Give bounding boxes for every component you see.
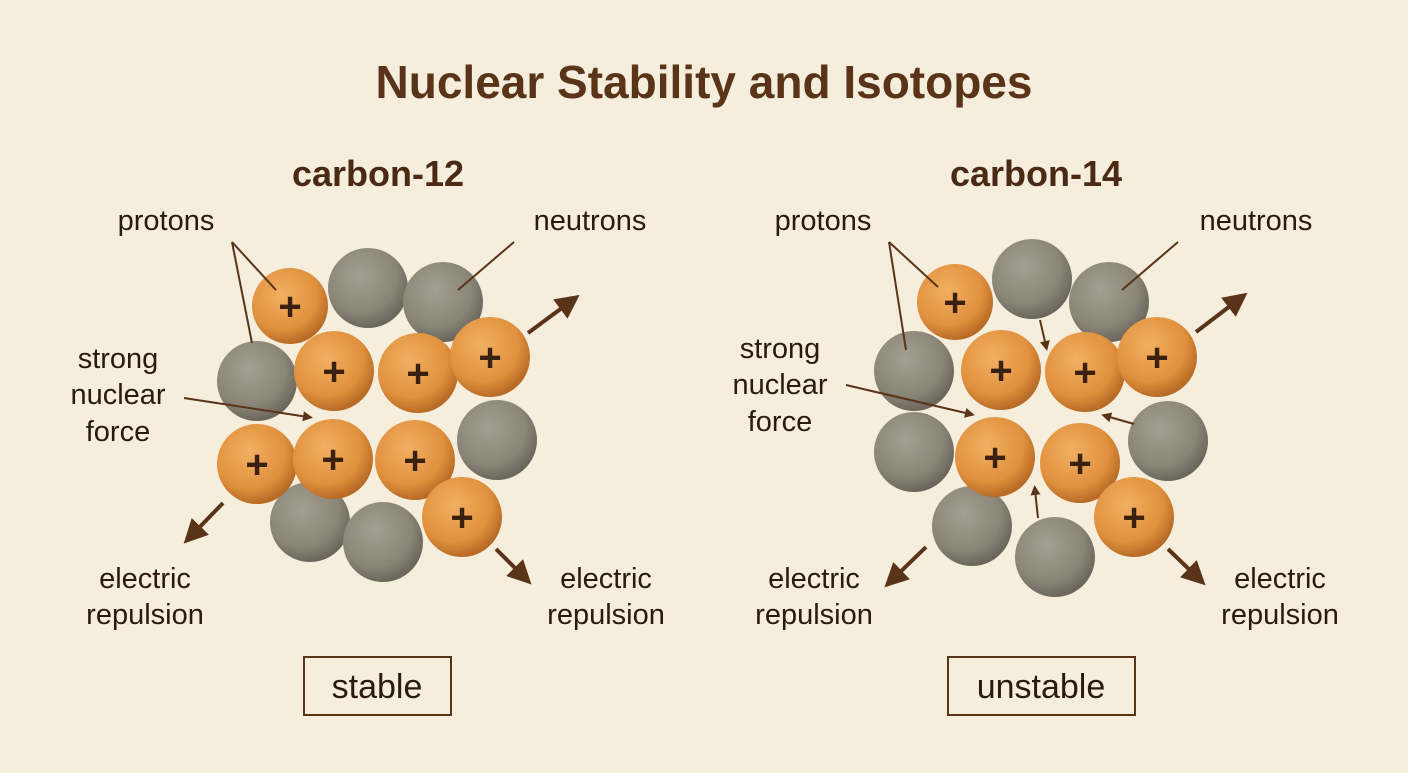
proton-plus: + bbox=[1068, 442, 1091, 486]
proton bbox=[422, 477, 502, 557]
proton-plus: + bbox=[403, 439, 426, 483]
neutrons-leader-line bbox=[457, 241, 515, 291]
panel-heading: carbon-12 bbox=[292, 153, 464, 194]
neutron bbox=[1015, 517, 1095, 597]
repulsion-label-left: electric repulsion bbox=[86, 563, 204, 631]
neutron bbox=[328, 248, 408, 328]
repulsion-label-left: electric repulsion bbox=[755, 563, 873, 631]
force-arrow bbox=[183, 397, 313, 422]
svg-text:electric: electric bbox=[99, 563, 191, 595]
repulsion-arrow-right bbox=[1166, 547, 1206, 586]
status-box bbox=[947, 656, 1136, 716]
repulsion-arrow-right bbox=[494, 547, 532, 585]
panel-heading: carbon-14 bbox=[950, 153, 1122, 194]
svg-text:strong: strong bbox=[78, 343, 159, 375]
force-arrow-inner-right bbox=[1101, 412, 1135, 425]
status-badge: unstable bbox=[977, 668, 1106, 706]
proton bbox=[1094, 477, 1174, 557]
neutron bbox=[343, 502, 423, 582]
status-badge: stable bbox=[332, 668, 423, 706]
proton-plus: + bbox=[1073, 351, 1096, 395]
proton bbox=[1040, 423, 1120, 503]
proton-plus: + bbox=[278, 285, 301, 329]
repulsion-arrow-left bbox=[884, 545, 928, 588]
status-box bbox=[303, 656, 452, 716]
repulsion-label-right: electric repulsion bbox=[547, 563, 665, 631]
neutron bbox=[457, 400, 537, 480]
protons-leader-lines bbox=[231, 241, 277, 344]
neutron bbox=[874, 412, 954, 492]
protons-label: protons bbox=[775, 205, 872, 237]
neutron bbox=[403, 262, 483, 342]
neutron bbox=[1128, 401, 1208, 481]
force-arrow-inner-bottom bbox=[1030, 485, 1041, 519]
proton-plus: + bbox=[478, 336, 501, 380]
proton-plus: + bbox=[989, 349, 1012, 393]
svg-text:repulsion: repulsion bbox=[547, 599, 665, 631]
svg-text:nuclear: nuclear bbox=[70, 379, 165, 411]
neutron bbox=[270, 482, 350, 562]
force-arrow bbox=[845, 384, 975, 418]
proton-plus: + bbox=[321, 438, 344, 482]
proton bbox=[378, 333, 458, 413]
svg-text:electric: electric bbox=[768, 563, 860, 595]
neutron bbox=[992, 239, 1072, 319]
proton bbox=[1117, 317, 1197, 397]
nucleus: + + + + + + + + bbox=[217, 248, 537, 582]
proton bbox=[217, 424, 297, 504]
panel-carbon-12: carbon-12 + + + + + + + + proton bbox=[70, 153, 665, 716]
proton-plus: + bbox=[943, 281, 966, 325]
proton bbox=[917, 264, 993, 340]
force-arrow-inner-top bbox=[1039, 319, 1050, 351]
proton bbox=[961, 330, 1041, 410]
neutron bbox=[217, 341, 297, 421]
neutron bbox=[874, 331, 954, 411]
svg-text:strong: strong bbox=[740, 333, 821, 365]
repulsion-arrow-up bbox=[1194, 292, 1248, 334]
protons-label: protons bbox=[118, 205, 215, 237]
nucleus: + + + + + + + bbox=[874, 239, 1208, 597]
force-label: strong nuclear force bbox=[70, 343, 165, 448]
page-title: Nuclear Stability and Isotopes bbox=[376, 56, 1033, 108]
proton-plus: + bbox=[245, 443, 268, 487]
proton bbox=[955, 417, 1035, 497]
neutrons-label: neutrons bbox=[534, 205, 647, 237]
proton bbox=[293, 419, 373, 499]
proton bbox=[294, 331, 374, 411]
svg-text:nuclear: nuclear bbox=[732, 369, 827, 401]
protons-leader-lines bbox=[888, 241, 939, 351]
proton-plus: + bbox=[983, 436, 1006, 480]
proton bbox=[1045, 332, 1125, 412]
proton bbox=[252, 268, 328, 344]
panel-carbon-14: carbon-14 + + + + + + + protons bbox=[732, 153, 1339, 716]
proton-plus: + bbox=[406, 352, 429, 396]
proton bbox=[450, 317, 530, 397]
neutron bbox=[932, 486, 1012, 566]
proton-plus: + bbox=[450, 496, 473, 540]
proton-plus: + bbox=[1145, 336, 1168, 380]
repulsion-label-right: electric repulsion bbox=[1221, 563, 1339, 631]
svg-text:force: force bbox=[86, 416, 150, 448]
neutrons-leader-line bbox=[1121, 241, 1179, 291]
svg-text:electric: electric bbox=[1234, 563, 1326, 595]
force-label: strong nuclear force bbox=[732, 333, 827, 438]
neutrons-label: neutrons bbox=[1200, 205, 1313, 237]
proton-plus: + bbox=[322, 350, 345, 394]
proton-plus: + bbox=[1122, 496, 1145, 540]
svg-text:force: force bbox=[748, 406, 812, 438]
proton bbox=[375, 420, 455, 500]
repulsion-arrow-left bbox=[183, 501, 225, 544]
svg-text:repulsion: repulsion bbox=[755, 599, 873, 631]
svg-text:repulsion: repulsion bbox=[1221, 599, 1339, 631]
svg-text:repulsion: repulsion bbox=[86, 599, 204, 631]
neutron bbox=[1069, 262, 1149, 342]
repulsion-arrow-up bbox=[526, 294, 580, 335]
svg-text:electric: electric bbox=[560, 563, 652, 595]
